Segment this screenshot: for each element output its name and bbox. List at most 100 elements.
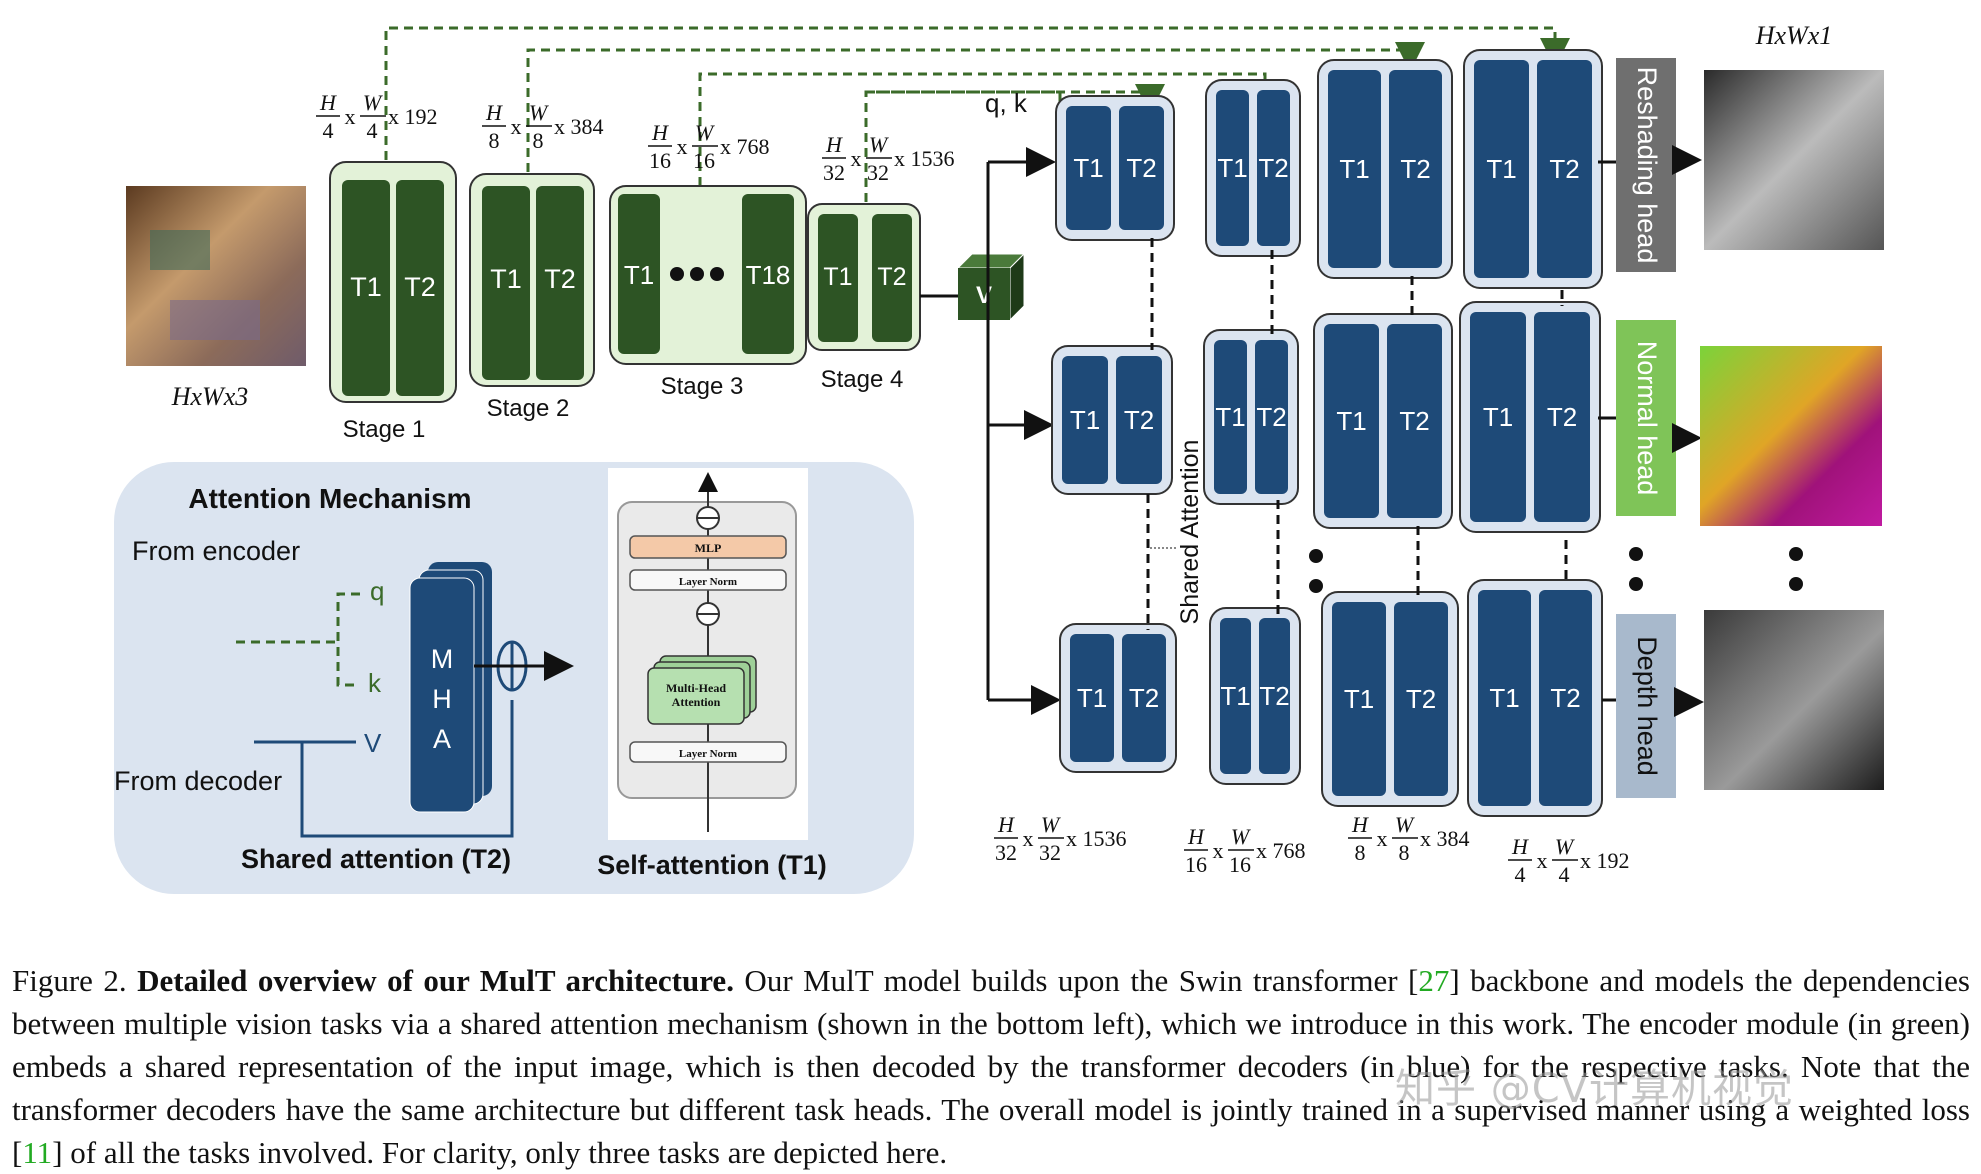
svg-text:x: x	[1213, 838, 1224, 863]
caption-title: Detailed overview of our MulT architectu…	[137, 963, 734, 998]
stage-3-label: Stage 3	[661, 373, 744, 400]
svg-text:32: 32	[1039, 840, 1061, 865]
svg-text:16: 16	[649, 148, 671, 173]
citation-27[interactable]: 27	[1418, 963, 1450, 998]
svg-text:x 1536: x 1536	[1066, 826, 1127, 851]
svg-text:q: q	[370, 576, 384, 606]
svg-text:T2: T2	[1258, 153, 1288, 183]
svg-text:T1: T1	[1220, 681, 1250, 711]
reshading-output	[1704, 70, 1884, 250]
citation-11[interactable]: 11	[22, 1135, 53, 1170]
svg-text:MLP: MLP	[695, 541, 722, 555]
svg-text:H: H	[1351, 812, 1369, 837]
svg-text:W: W	[695, 120, 715, 145]
svg-text:T1: T1	[1070, 405, 1100, 435]
svg-text:4: 4	[1515, 862, 1526, 887]
svg-text:W: W	[1041, 812, 1061, 837]
svg-text:T2: T2	[1399, 406, 1429, 436]
svg-text:T1: T1	[1339, 154, 1369, 184]
svg-text:x: x	[677, 134, 688, 159]
svg-text:T1: T1	[1483, 402, 1513, 432]
from-encoder-label: From encoder	[132, 536, 300, 566]
svg-text:8: 8	[489, 128, 500, 153]
svg-text:T1: T1	[1077, 683, 1107, 713]
stage-1: T1 T2 Stage 1	[329, 161, 457, 443]
decoder-block-7: T1 T2	[1317, 59, 1453, 279]
svg-text:32: 32	[823, 160, 845, 185]
figure-caption: Figure 2. Detailed overview of our MulT …	[12, 963, 1970, 1170]
self-attention-t1-label: Self-attention (T1)	[597, 850, 827, 880]
svg-text:x: x	[1537, 848, 1548, 873]
svg-text:Attention: Attention	[672, 695, 721, 709]
svg-text:T2: T2	[1547, 402, 1577, 432]
from-decoder-label: From decoder	[114, 766, 282, 796]
svg-text:Normal head: Normal head	[1632, 341, 1662, 496]
svg-text:T2: T2	[1549, 154, 1579, 184]
svg-text:4: 4	[323, 118, 334, 143]
svg-text:Reshading head: Reshading head	[1632, 67, 1662, 264]
svg-text:x 768: x 768	[1256, 838, 1306, 863]
svg-text:T1: T1	[1215, 402, 1245, 432]
decoder-block-2: T1 T2	[1051, 345, 1173, 495]
svg-text:T2: T2	[1406, 684, 1436, 714]
svg-text:16: 16	[1185, 852, 1207, 877]
attention-title: Attention Mechanism	[188, 483, 471, 514]
svg-text:x: x	[345, 104, 356, 129]
svg-text:W: W	[1395, 812, 1415, 837]
svg-text:32: 32	[995, 840, 1017, 865]
svg-text:T1: T1	[624, 260, 654, 290]
svg-text:T1: T1	[490, 264, 522, 294]
attention-mechanism-panel: Attention Mechanism From encoder From de…	[114, 462, 914, 894]
svg-text:V: V	[976, 282, 992, 309]
svg-text:8: 8	[533, 128, 544, 153]
encoder: T1 T2 Stage 1 T1 T2 Stage 2 T1 T18 Stage…	[329, 161, 921, 443]
svg-text:Layer Norm: Layer Norm	[679, 576, 737, 588]
svg-text:T1: T1	[1217, 153, 1247, 183]
decoder-block-4: T1 T2	[1205, 79, 1301, 257]
svg-text:x 768: x 768	[720, 134, 770, 159]
mha-block: M H A	[409, 562, 492, 813]
svg-text:W: W	[869, 132, 889, 157]
svg-text:T2: T2	[1256, 402, 1286, 432]
svg-text:T1: T1	[1489, 683, 1519, 713]
svg-text:A: A	[433, 724, 451, 754]
svg-text:x 192: x 192	[1580, 848, 1630, 873]
svg-text:H: H	[651, 120, 669, 145]
svg-text:W: W	[529, 100, 549, 125]
svg-text:T2: T2	[1400, 154, 1430, 184]
depth-head: Depth head	[1616, 614, 1676, 798]
svg-text:x 192: x 192	[388, 104, 438, 129]
svg-text:W: W	[1555, 834, 1575, 859]
reshading-head: Reshading head	[1616, 58, 1676, 272]
self-attention-inset: MLP Layer Norm Multi-Head Attention Laye…	[608, 468, 808, 840]
svg-text:H: H	[997, 812, 1015, 837]
shared-attention-t2-label: Shared attention (T2)	[241, 844, 511, 874]
svg-text:T2: T2	[1124, 405, 1154, 435]
shared-attention-label: Shared Attention	[1176, 440, 1204, 625]
svg-text:32: 32	[867, 160, 889, 185]
input-dims: HxWx3	[171, 382, 249, 411]
svg-text:H: H	[1511, 834, 1529, 859]
architecture-diagram: HxWx3 T1 T2 Stage 1 T1 T2 Stage 2 T1 T18	[114, 21, 1884, 894]
svg-text:T1: T1	[1344, 684, 1374, 714]
qk-label: q, k	[985, 88, 1028, 118]
svg-text:16: 16	[693, 148, 715, 173]
svg-text:T2: T2	[1126, 153, 1156, 183]
svg-text:4: 4	[367, 118, 378, 143]
svg-text:8: 8	[1399, 840, 1410, 865]
svg-text:Multi-Head: Multi-Head	[666, 681, 726, 695]
svg-text:H: H	[432, 684, 452, 714]
decoder-arrows	[986, 147, 1061, 715]
stage-4: T1 T2 Stage 4	[807, 203, 921, 393]
